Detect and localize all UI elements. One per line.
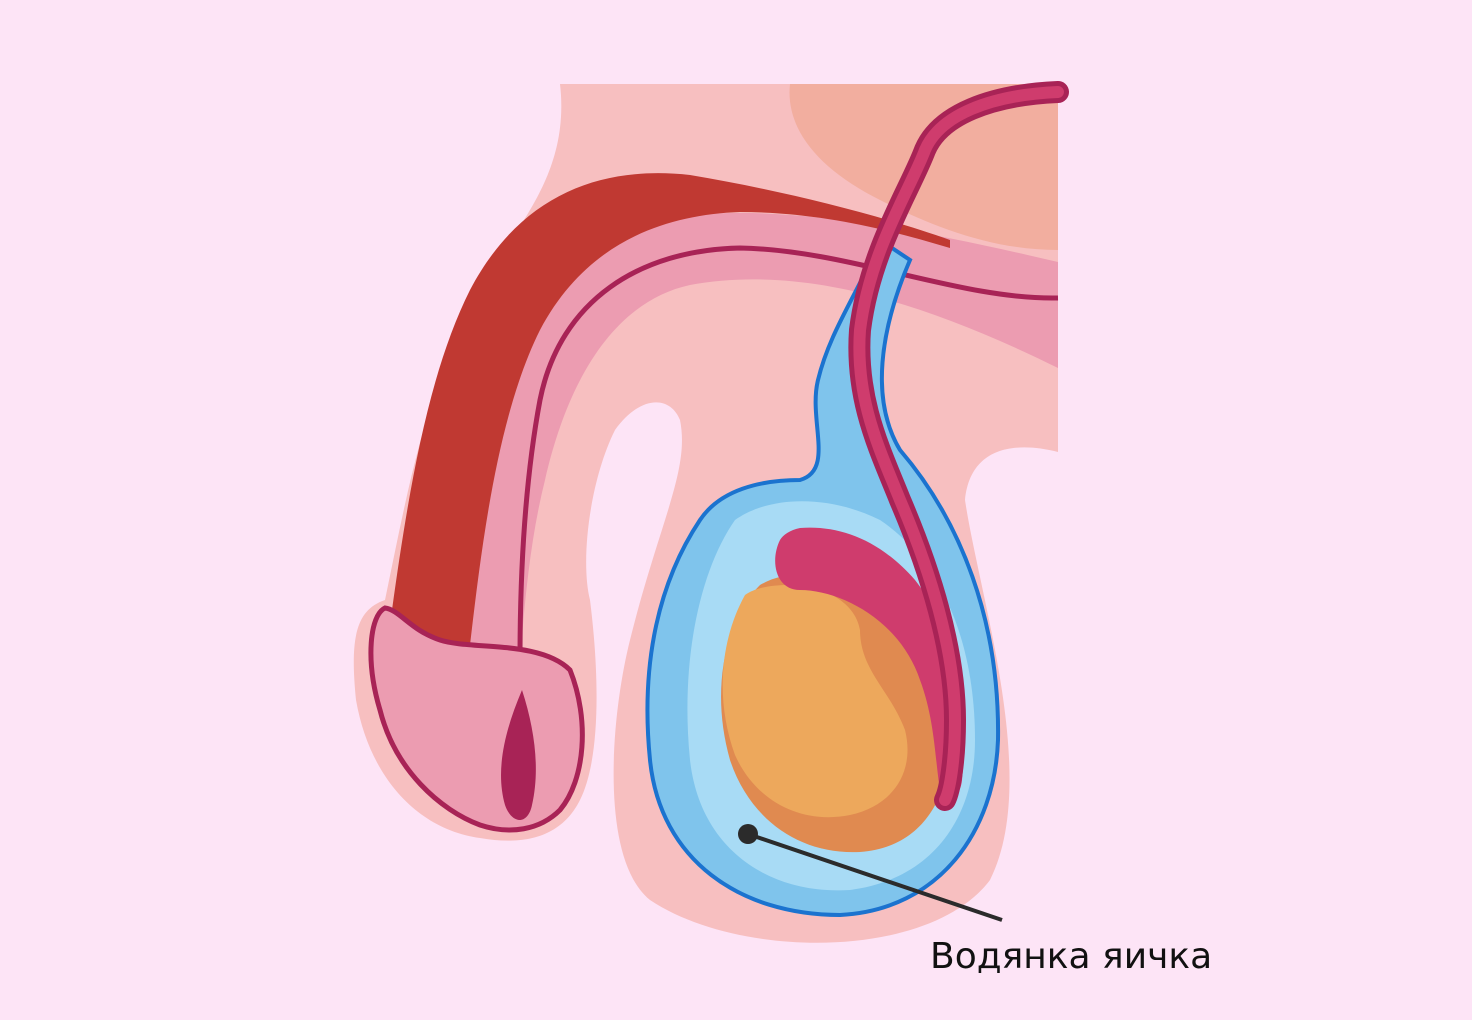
annotation-pointer-dot [738, 824, 758, 844]
corpus-cavernosum [392, 173, 950, 662]
epididymis [775, 527, 964, 799]
hydrocele-label: Водянка яичка [930, 936, 1213, 977]
testis-highlight [722, 585, 908, 818]
urethra-line [517, 245, 1059, 661]
urethra-tissue [440, 212, 1058, 661]
urethral-meatus [501, 690, 536, 820]
annotation-pointer-line [747, 832, 1003, 922]
spermatic-cord-inner [853, 86, 1064, 806]
